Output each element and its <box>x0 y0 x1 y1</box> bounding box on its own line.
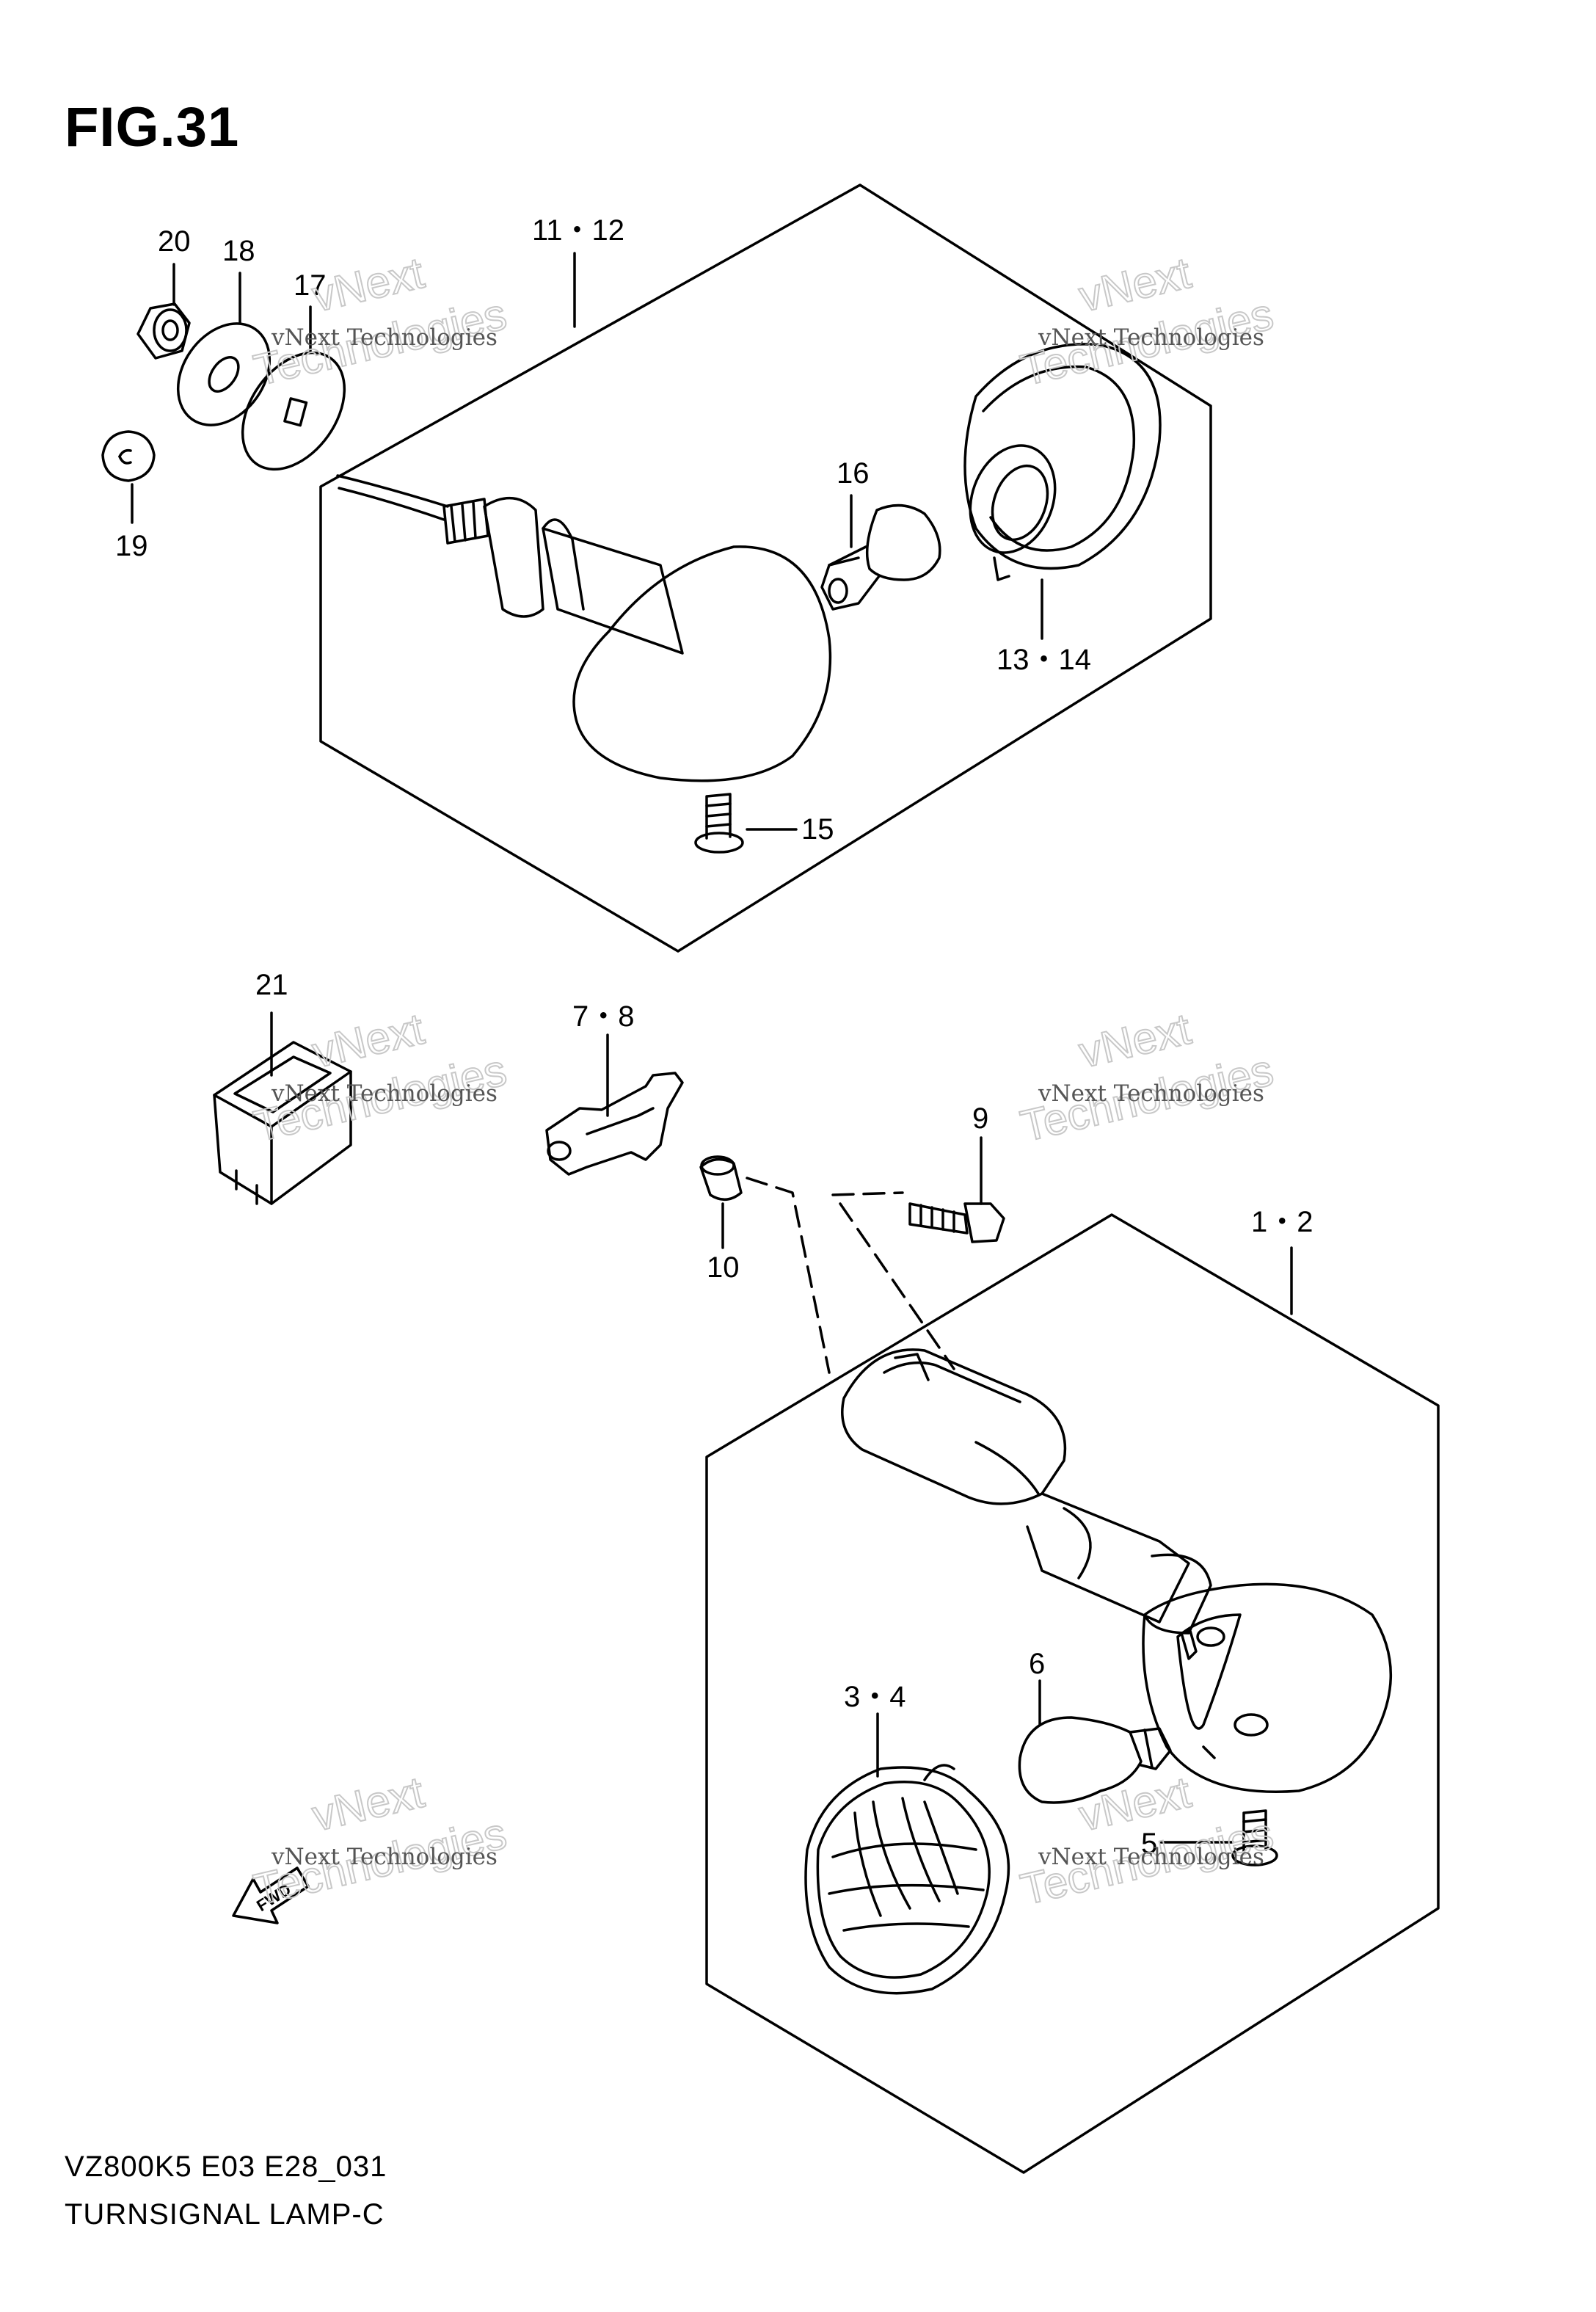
callout-3-4: 3・4 <box>844 1681 906 1713</box>
lock-washer-part-17 <box>241 351 346 471</box>
grommet-part-19 <box>101 430 156 482</box>
callout-13-14: 13・14 <box>996 644 1091 676</box>
callout-7-8: 7・8 <box>572 1000 635 1033</box>
bulb-part-6 <box>1018 1716 1172 1804</box>
callout-20: 20 <box>158 225 191 258</box>
lens-part-3-4 <box>804 1764 1010 1995</box>
model-code: VZ800K5 E03 E28_031 <box>65 2151 387 2183</box>
bracket-part-7-8 <box>545 1072 684 1176</box>
callout-19: 19 <box>115 530 148 562</box>
callout-11-12: 11・12 <box>532 214 624 247</box>
screw-part-5 <box>1231 1809 1278 1866</box>
callout-1-2: 1・2 <box>1251 1206 1313 1238</box>
watermark-4: vNext Technologies vNext Technologies <box>1016 1003 1278 1152</box>
forward-direction-arrow <box>232 1866 310 1924</box>
callout-18: 18 <box>222 235 255 267</box>
watermark-3: vNext Technologies vNext Technologies <box>249 1003 511 1152</box>
callout-5: 5 <box>1141 1828 1157 1860</box>
callout-17: 17 <box>294 269 327 302</box>
lens-socket-part-13-14 <box>963 343 1162 581</box>
watermark-5: vNext Technologies vNext Technologies <box>249 1767 511 1915</box>
collar-part-10 <box>699 1155 743 1201</box>
callout-10: 10 <box>707 1251 740 1284</box>
callout-21: 21 <box>255 969 288 1001</box>
svg-text:vNext Technologies: vNext Technologies <box>1038 324 1264 351</box>
callout-6: 6 <box>1029 1648 1045 1680</box>
relay-part-21 <box>213 1041 352 1205</box>
turn-signal-lamp-part-11-12 <box>336 474 832 782</box>
washer-part-18 <box>176 322 272 426</box>
callout-9: 9 <box>972 1102 988 1135</box>
alignment-dash-1 <box>746 1177 831 1374</box>
bolt-part-9 <box>908 1202 1005 1243</box>
callout-16: 16 <box>837 457 870 490</box>
svg-text:vNext Technologies: vNext Technologies <box>1038 1844 1264 1870</box>
svg-text:vNext Technologies: vNext Technologies <box>271 1844 498 1870</box>
figure-caption: TURNSIGNAL LAMP-C <box>65 2198 385 2231</box>
figure-title: FIG.31 <box>65 96 240 159</box>
svg-text:vNext Technologies: vNext Technologies <box>271 324 498 351</box>
assembly-outline-lower <box>705 1213 1440 2174</box>
svg-text:vNext Technologies: vNext Technologies <box>271 1080 498 1107</box>
screw-part-15 <box>694 793 744 854</box>
callout-15: 15 <box>801 813 834 846</box>
assembly-outline-upper <box>319 183 1212 953</box>
bulb-part-16 <box>820 504 941 611</box>
svg-text:vNext Technologies: vNext Technologies <box>1038 1080 1264 1107</box>
alignment-dash-2 <box>831 1191 955 1370</box>
turn-signal-housing-part-1-2 <box>841 1348 1393 1793</box>
nut-part-20 <box>136 302 191 360</box>
watermark-1: vNext Technologies vNext Technologies <box>249 247 511 396</box>
